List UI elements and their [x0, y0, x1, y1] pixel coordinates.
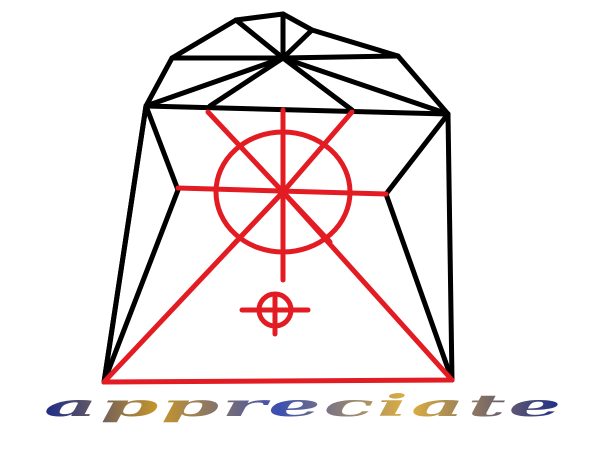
red-triangle — [101, 189, 455, 385]
inner-right-diag — [383, 111, 451, 197]
wireframe-outline — [101, 11, 455, 385]
inner-left-diag — [143, 103, 181, 193]
caption-text: appreciate — [44, 389, 564, 424]
fan-line-1 — [233, 17, 286, 61]
left-slant — [101, 103, 149, 385]
fan-line-5 — [280, 53, 401, 61]
inner-left-lower — [101, 187, 181, 385]
fan-line-7 — [280, 55, 355, 113]
red-spoke-diag-d — [280, 189, 333, 245]
red-spoke-diag-c — [229, 189, 286, 249]
fan-line-6 — [207, 55, 286, 109]
fan-line-3 — [280, 27, 315, 61]
fan-line-8 — [143, 55, 286, 109]
inner-right-lower — [383, 191, 455, 383]
red-overlay — [101, 107, 455, 385]
fan-line-9 — [280, 55, 451, 117]
red-spoke-diag-b — [280, 109, 355, 195]
red-spoke-diag-a — [205, 109, 286, 195]
band-line — [143, 103, 451, 117]
